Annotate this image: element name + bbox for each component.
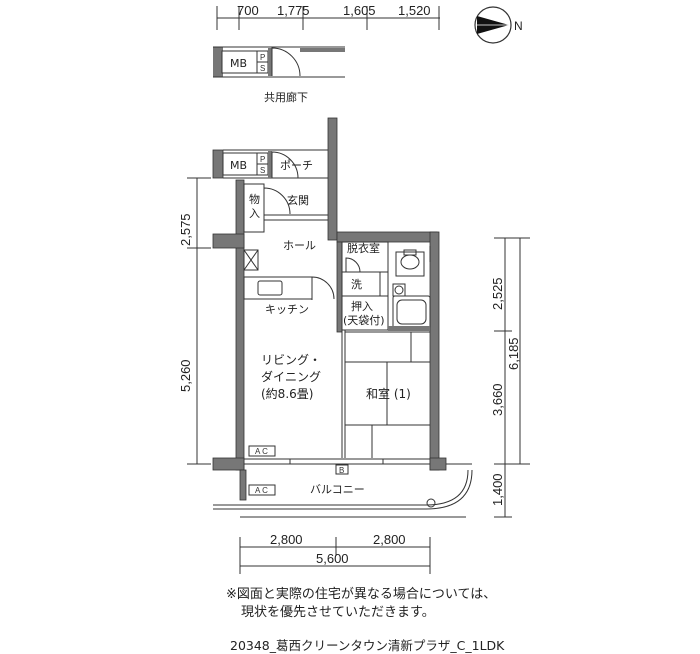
- ac-label-1: A C: [255, 447, 268, 456]
- left-dim-2: 5,260: [178, 359, 193, 392]
- right-dim-3: 6,185: [506, 337, 521, 370]
- top-dim-2: 1,775: [277, 3, 310, 18]
- sash-windows: [244, 458, 430, 475]
- top-dimension-line: [216, 6, 440, 30]
- corridor-label: 共用廊下: [264, 90, 308, 104]
- b-mark: B: [339, 466, 344, 475]
- balcony: [213, 463, 473, 518]
- lower-s-label: S: [260, 166, 265, 175]
- upper-mb-block: [213, 46, 345, 78]
- note-line-1: ※図面と実際の住宅が異なる場合については、: [226, 587, 497, 602]
- closet-label-2: (天袋付): [343, 313, 385, 327]
- living-label-1: リビング・: [261, 353, 321, 367]
- lower-mb-label: MB: [230, 159, 247, 172]
- living-label-2: ダイニング: [261, 369, 321, 384]
- note-line-2: 現状を優先させていただきます。: [241, 605, 435, 620]
- left-dimension-line: [187, 177, 211, 465]
- washer-label: 洗: [351, 278, 362, 291]
- ac-unit-outdoor: [248, 484, 276, 496]
- compass-icon: [474, 6, 512, 44]
- hall-label: ホール: [283, 239, 316, 252]
- right-dim-1: 2,525: [490, 277, 505, 310]
- kitchen-label: キッチン: [265, 303, 309, 316]
- walls: [212, 117, 447, 501]
- dressing-label: 脱衣室: [347, 241, 380, 255]
- top-dim-4: 1,520: [398, 3, 431, 18]
- ac-unit-indoor: [248, 445, 276, 457]
- top-dim-3: 1,605: [343, 3, 376, 18]
- bottom-dimension-lines: [239, 537, 431, 574]
- bottom-dim-1: 2,800: [270, 532, 303, 547]
- footer-caption: 20348_葛西クリーンタウン清新プラザ_C_1LDK: [230, 638, 505, 653]
- right-dimension-lines: [494, 237, 530, 518]
- north-label: N: [514, 19, 523, 33]
- lower-mb-block: [222, 149, 328, 179]
- bottom-dim-2: 2,800: [373, 532, 406, 547]
- storage-label-2: 入: [249, 207, 260, 220]
- washitsu-tatami: [341, 330, 430, 458]
- washitsu-label: 和室 (1): [366, 386, 411, 401]
- ac-label-2: A C: [255, 486, 268, 495]
- lower-p-label: P: [260, 155, 265, 164]
- porch-label: ポーチ: [280, 159, 313, 172]
- top-dim-1: 700: [237, 3, 259, 18]
- right-dim-4: 1,400: [490, 473, 505, 506]
- upper-s-label: S: [260, 64, 265, 73]
- upper-mb-label: MB: [230, 57, 247, 70]
- kitchen-fixtures: [243, 249, 335, 300]
- upper-p-label: P: [260, 53, 265, 62]
- bottom-dim-total: 5,600: [316, 551, 349, 566]
- entrance-area: [243, 183, 328, 233]
- living-label-3: (約8.6畳): [261, 386, 313, 401]
- right-dim-2: 3,660: [490, 383, 505, 416]
- storage-label-1: 物: [249, 192, 260, 206]
- entrance-label: 玄関: [287, 193, 309, 207]
- bath-wall: [388, 326, 430, 331]
- disclaimer-note: ※図面と実際の住宅が異なる場合については、 現状を優先させていただきます。: [226, 586, 496, 622]
- balcony-label: バルコニー: [310, 483, 365, 496]
- left-dim-1: 2,575: [178, 213, 193, 246]
- closet-label-1: 押入: [351, 299, 373, 313]
